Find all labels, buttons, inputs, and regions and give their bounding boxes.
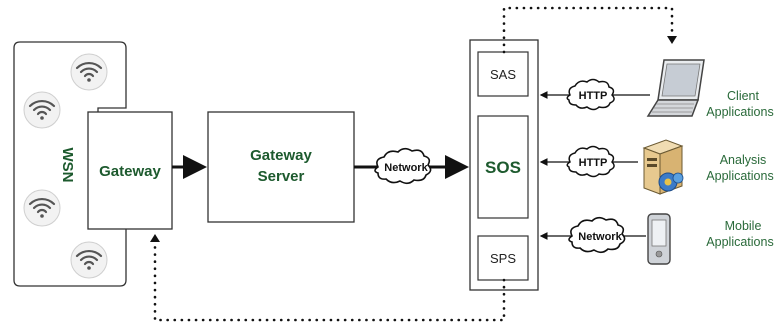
mobile-app-line1: Mobile — [725, 219, 762, 233]
network-cloud: Network — [374, 147, 432, 185]
laptop-icon — [646, 59, 705, 117]
gateway-server-line1: Gateway — [250, 147, 312, 164]
wifi-icon — [22, 188, 62, 228]
sos-label: SOS — [485, 158, 521, 177]
sas-to-client-dotted-line — [502, 6, 674, 54]
services-container: SAS SOS SPS — [469, 39, 539, 291]
gateway-server-line2: Server — [258, 168, 305, 185]
sos-box — [477, 115, 529, 219]
http-cloud-analysis: HTTP — [566, 145, 615, 178]
sps-box — [477, 235, 529, 281]
client-app-line2: Applications — [706, 105, 773, 119]
network-cloud-label: Network — [384, 162, 428, 174]
sps-to-gateway-dotted-line — [153, 236, 506, 322]
gateway-server-box: Gateway Server — [207, 111, 355, 223]
sas-label: SAS — [490, 67, 516, 82]
network-cloud-mobile-label: Network — [578, 231, 622, 243]
wsn-label: WSN — [59, 148, 76, 183]
http-cloud-client-label: HTTP — [579, 90, 608, 102]
wifi-icon — [22, 90, 62, 130]
dotted-arrow-head — [667, 36, 677, 44]
network-cloud-mobile: Network — [568, 216, 626, 254]
mobile-app-line2: Applications — [706, 235, 773, 249]
server-icon — [642, 139, 684, 195]
wifi-icon — [69, 52, 109, 92]
gateway-box: Gateway — [87, 111, 173, 230]
analysis-app-line1: Analysis — [720, 153, 767, 167]
client-app-line1: Client — [727, 89, 759, 103]
sas-box — [477, 51, 529, 97]
mobile-phone-icon — [647, 213, 671, 265]
sps-label: SPS — [490, 251, 516, 266]
wifi-icon — [69, 240, 109, 280]
gateway-label: Gateway — [99, 163, 161, 180]
analysis-app-line2: Applications — [706, 169, 773, 183]
dotted-arrow-head — [150, 234, 160, 242]
http-cloud-analysis-label: HTTP — [579, 157, 608, 169]
http-cloud-client: HTTP — [566, 78, 615, 111]
